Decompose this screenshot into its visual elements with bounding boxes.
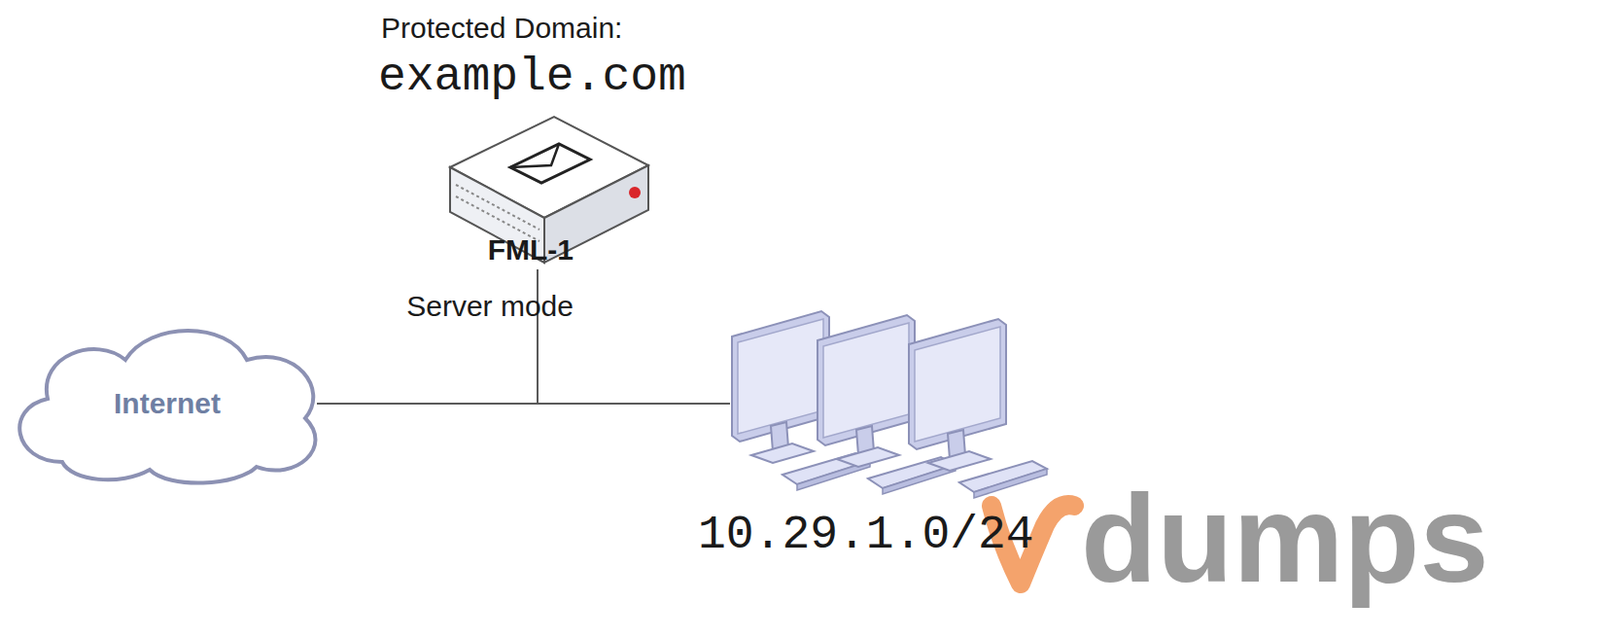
domain-heading: Protected Domain: <box>381 11 623 45</box>
network-cable <box>537 269 731 404</box>
internet-cloud: Internet <box>3 315 327 489</box>
subnet-label: 10.29.1.0/24 <box>697 508 1035 561</box>
device-mode: Server mode <box>406 289 574 323</box>
domain-name: example.com <box>378 50 687 104</box>
mail-appliance: Protected Domain:example.comFML-1Server … <box>442 108 655 279</box>
device-name: FML-1 <box>487 233 574 267</box>
cloud-label: Internet <box>113 386 221 420</box>
workstation-group-shape <box>724 309 1055 502</box>
network-cable <box>316 269 538 404</box>
watermark-text: dumps <box>1080 466 1490 610</box>
workstation-group: 10.29.1.0/24 <box>724 309 1055 502</box>
